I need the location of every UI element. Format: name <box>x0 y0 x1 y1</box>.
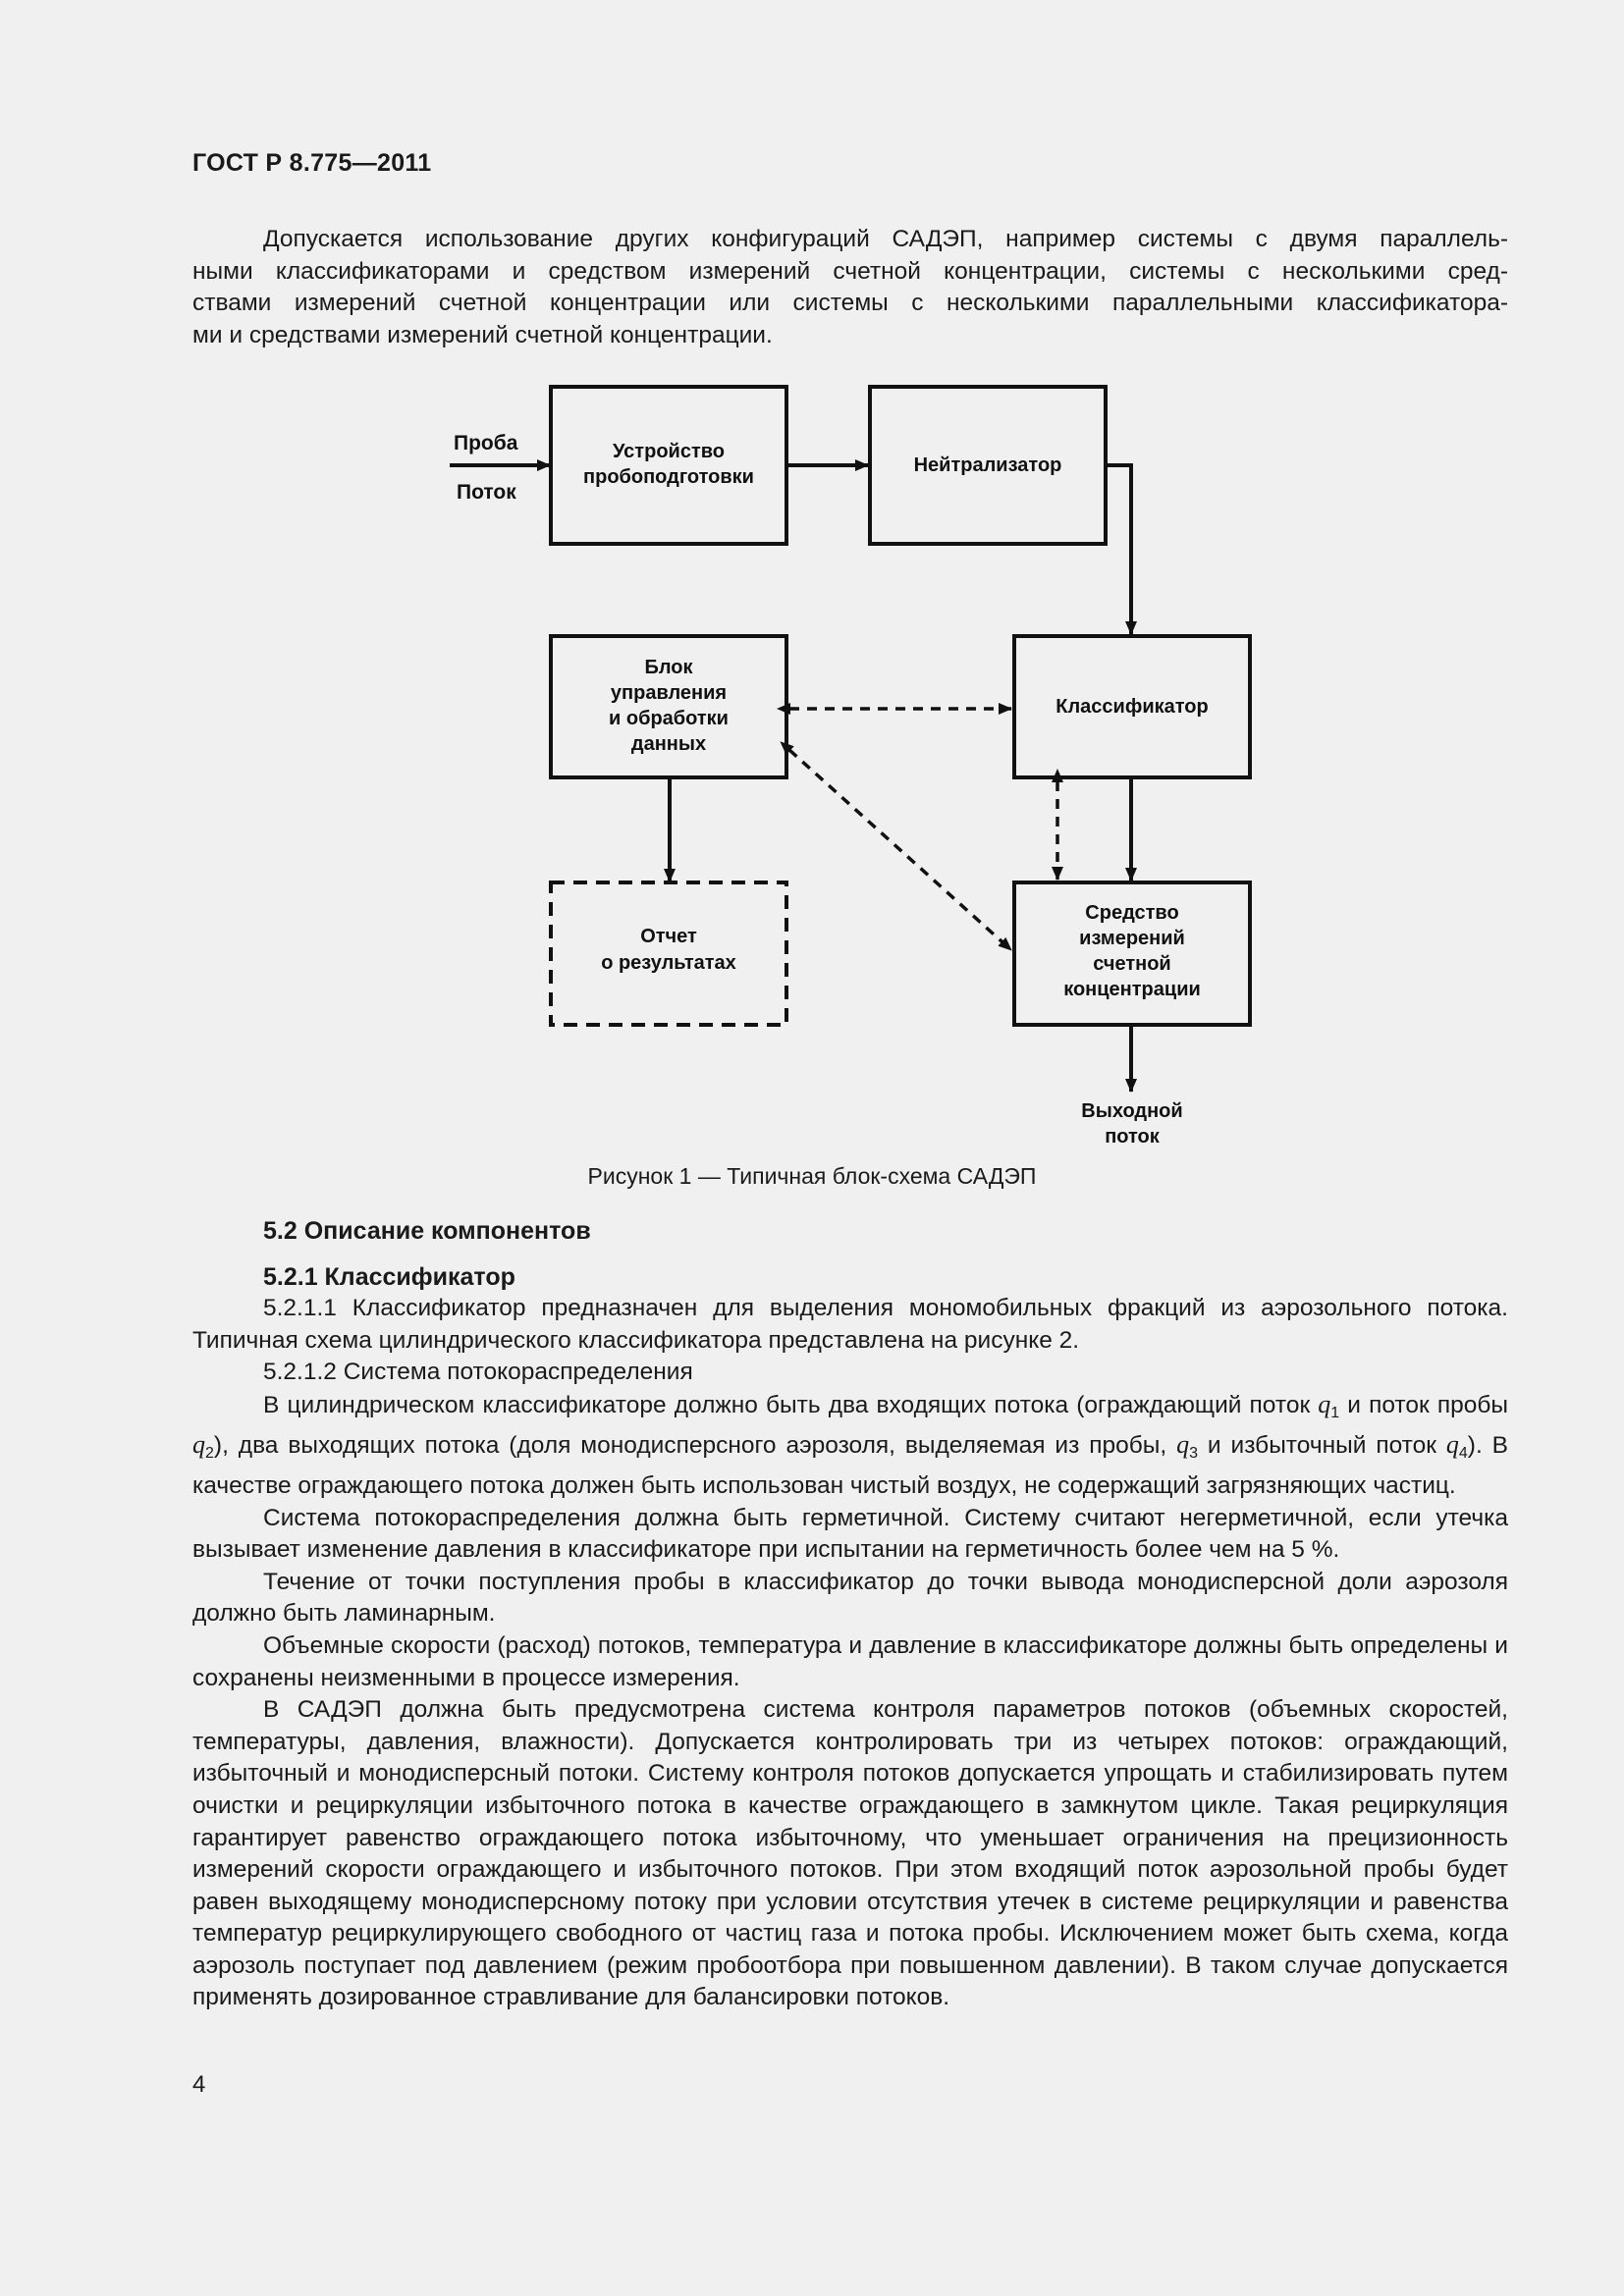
control-unit-label: Блок <box>644 657 693 678</box>
input-label-flow: Поток <box>457 481 516 504</box>
page-number: 4 <box>192 2071 206 2098</box>
subscript: 1 <box>1330 1404 1340 1421</box>
text-run: и поток пробы <box>1339 1391 1508 1418</box>
input-label-sample: Проба <box>454 432 518 454</box>
intro-line: ствами измерений счетной концентрации ил… <box>192 290 1508 316</box>
counter-label: счетной <box>1093 953 1170 975</box>
output-label: поток <box>1105 1126 1161 1148</box>
paragraph-5-2-1-2: 5.2.1.2 Система потокораспределения <box>263 1359 693 1386</box>
subscript: 2 <box>205 1445 214 1463</box>
report-label: Отчет <box>640 926 697 947</box>
classifier-box <box>1012 634 1252 779</box>
arrow-neutralizer-to-classifier <box>1108 463 1137 635</box>
subscript: 4 <box>1458 1445 1468 1463</box>
dashed-link-control-counter <box>780 741 1013 952</box>
paragraph-volumetric: Объемные скорости (расход) потоков, темп… <box>192 1631 1508 1691</box>
control-unit-label: и обработки <box>609 708 729 729</box>
symbol-q: q <box>1318 1389 1331 1418</box>
counter-label: измерений <box>1079 928 1185 949</box>
intro-line: ными классификаторами и средством измере… <box>192 257 1508 285</box>
subsection-heading: 5.2.1 Классификатор <box>263 1263 515 1291</box>
section-heading: 5.2 Описание компонентов <box>263 1217 591 1245</box>
control-unit-box <box>549 634 788 779</box>
paragraph-tightness: Система потокораспределения должна быть … <box>192 1504 1508 1564</box>
counter-label: концентрации <box>1063 979 1201 1000</box>
paragraph-laminar: Течение от точки поступления пробы в кла… <box>192 1568 1508 1628</box>
intro-paragraph: Допускается использование других конфигу… <box>192 224 1508 351</box>
control-unit-label: управления <box>611 682 727 704</box>
block-diagram-svg: Проба Поток Устройство пробоподготовки Н… <box>450 385 1252 1148</box>
subscript: 3 <box>1189 1445 1199 1463</box>
symbol-q: q <box>1445 1430 1459 1460</box>
intro-line: ми и средствами измерений счетной концен… <box>192 321 773 348</box>
section-body: 5.2.1.1 Классификатор предназначен для в… <box>192 1293 1508 2014</box>
document-code-header: ГОСТ Р 8.775—2011 <box>192 149 432 177</box>
neutralizer-label: Нейтрализатор <box>914 454 1062 476</box>
sample-prep-box <box>549 385 788 546</box>
symbol-q: q <box>1176 1430 1190 1460</box>
control-unit-label: данных <box>631 733 706 755</box>
paragraph-flows: В цилиндрическом классификаторе должно б… <box>192 1389 1508 1503</box>
report-box <box>549 881 788 1027</box>
counter-label: Средство <box>1085 902 1178 924</box>
paragraph-5-2-1-1: 5.2.1.1 Классификатор предназначен для в… <box>192 1295 1508 1354</box>
symbol-q: q <box>192 1430 205 1460</box>
sample-prep-label: Устройство <box>613 441 725 462</box>
report-label: о результатах <box>601 952 736 974</box>
output-label: Выходной <box>1081 1100 1182 1122</box>
text-run: ). В качестве ограждающего потока должен… <box>192 1432 1508 1499</box>
text-run: и избыточный поток <box>1198 1432 1446 1460</box>
figure-caption: Рисунок 1 — Типичная блок-схема САДЭП <box>587 1163 1037 1189</box>
text-run: В цилиндрическом классификаторе должно б… <box>263 1391 1319 1418</box>
classifier-label: Классификатор <box>1056 696 1208 718</box>
text-run: ), два выходящих потока (доля монодиспер… <box>213 1432 1177 1460</box>
sample-prep-label: пробоподготовки <box>583 466 754 488</box>
block-diagram: Проба Поток Устройство пробоподготовки Н… <box>432 373 1276 1158</box>
counter-box <box>1012 881 1252 1027</box>
intro-line: Допускается использование других конфигу… <box>263 226 1508 252</box>
neutralizer-box <box>868 385 1108 546</box>
paragraph-flow-control: В САДЭП должна быть предусмотрена систем… <box>192 1696 1508 2011</box>
